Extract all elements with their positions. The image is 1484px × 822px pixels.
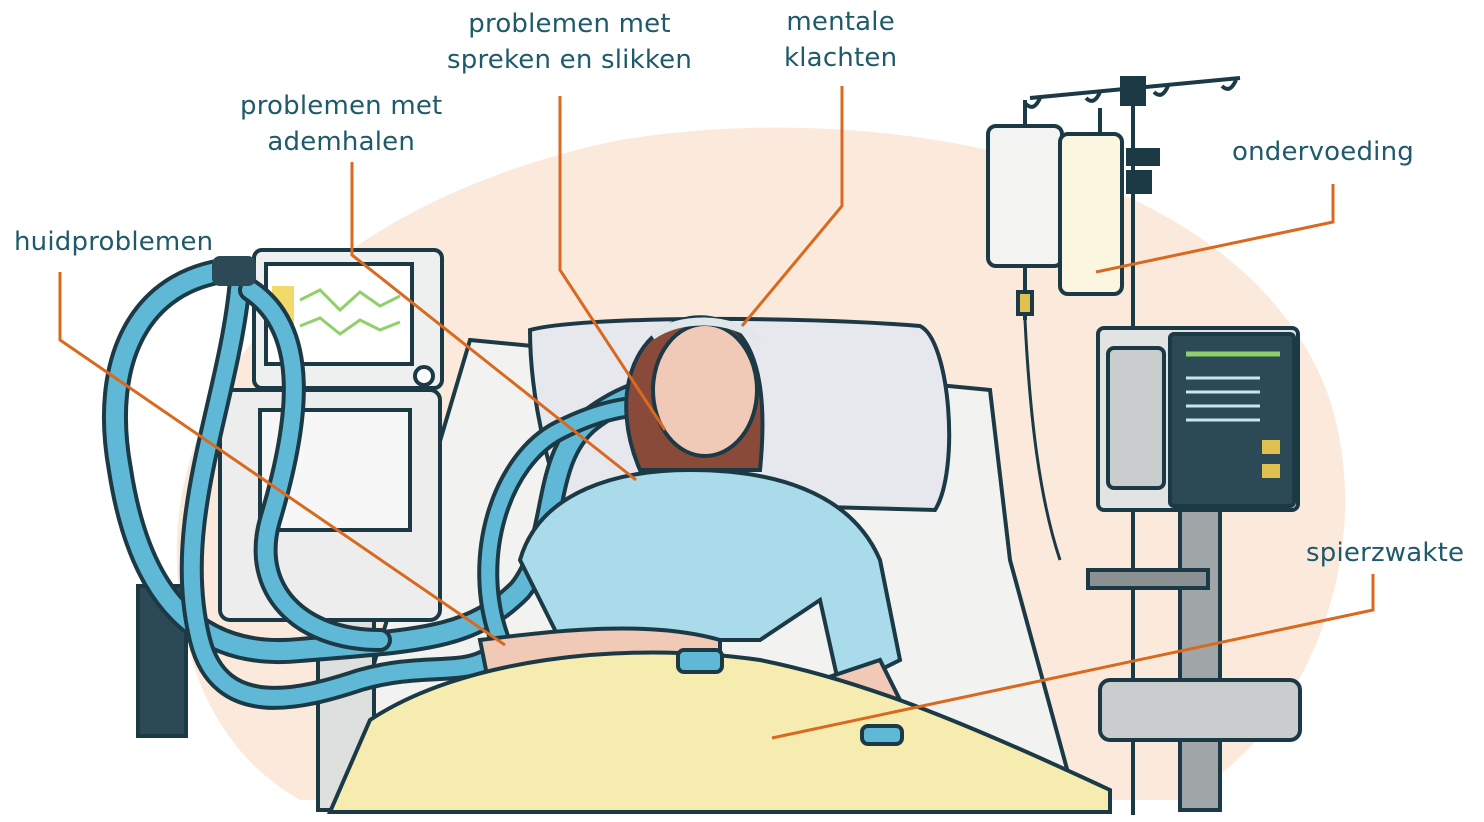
label-spierzwakte-line-1: spierzwakte: [1306, 535, 1464, 571]
label-spreken-en-slikken: problemen met spreken en slikken: [447, 6, 692, 78]
label-huidproblemen: huidproblemen: [14, 224, 213, 260]
label-mentale-line-2: klachten: [784, 40, 897, 76]
label-spreken-line-2: spreken en slikken: [447, 42, 692, 78]
label-ondervoeding: ondervoeding: [1232, 134, 1414, 170]
label-ademhalen: problemen met ademhalen: [240, 88, 442, 160]
label-ademhalen-line-1: problemen met: [240, 88, 442, 124]
label-spreken-line-1: problemen met: [447, 6, 692, 42]
label-ondervoeding-line-1: ondervoeding: [1232, 134, 1414, 170]
label-huidproblemen-line-1: huidproblemen: [14, 224, 213, 260]
label-spierzwakte: spierzwakte: [1306, 535, 1464, 571]
label-mentale-line-1: mentale: [784, 4, 897, 40]
label-ademhalen-line-2: ademhalen: [240, 124, 442, 160]
label-mentale-klachten: mentale klachten: [784, 4, 897, 76]
